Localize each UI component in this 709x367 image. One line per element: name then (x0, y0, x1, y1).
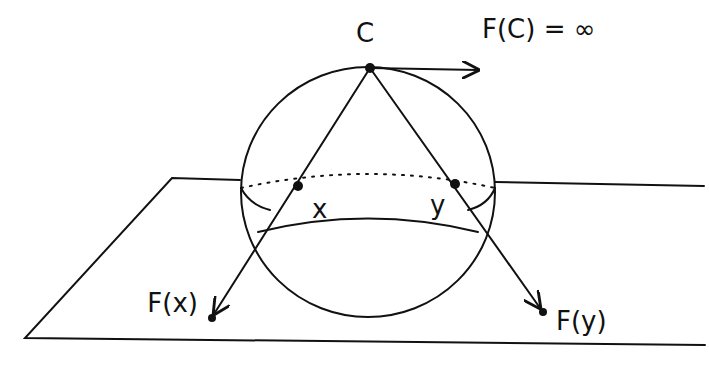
point-label: y (430, 192, 445, 218)
point-label: C (356, 20, 374, 46)
point (293, 181, 303, 191)
point (365, 63, 375, 73)
image-label: F(x) (147, 290, 198, 316)
image-label: F(y) (556, 308, 607, 334)
equator-back (241, 174, 495, 188)
projection-ray (370, 68, 540, 308)
point (539, 308, 547, 316)
plane-edge (495, 182, 704, 186)
equator-front (468, 188, 495, 210)
sphere-band (258, 219, 478, 233)
infinity-arrow (370, 68, 478, 70)
infinity-label: F(C) = ∞ (482, 16, 595, 42)
point (450, 179, 460, 189)
equator-front (241, 188, 270, 210)
projection-ray (214, 68, 370, 314)
plane (25, 178, 705, 345)
point-label: x (312, 196, 327, 222)
point (208, 314, 216, 322)
